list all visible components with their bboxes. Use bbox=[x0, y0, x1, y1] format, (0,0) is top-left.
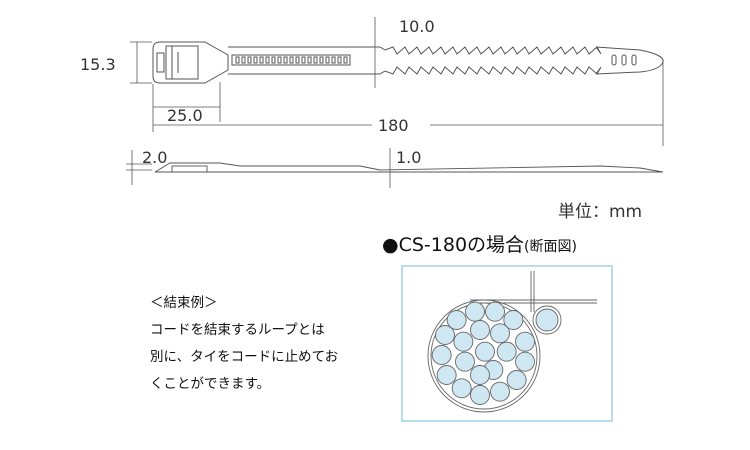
wire bbox=[515, 331, 535, 352]
cross-section-diagram bbox=[401, 265, 613, 422]
wire bbox=[515, 351, 535, 372]
wire bbox=[490, 381, 510, 402]
wire bbox=[490, 323, 510, 344]
wire bbox=[470, 320, 490, 340]
wire bbox=[470, 365, 490, 385]
tie-end bbox=[530, 271, 535, 312]
tie-strap bbox=[228, 46, 380, 75]
section-title: ●CS-180の場合(断面図) bbox=[382, 230, 577, 257]
wire bbox=[475, 341, 495, 362]
head-lock bbox=[165, 45, 199, 80]
wire bbox=[436, 365, 457, 385]
example-heading: ＜結束例＞ bbox=[150, 295, 218, 311]
wire bbox=[446, 310, 467, 330]
dim-strap-width: 10.0 bbox=[399, 17, 435, 36]
serrated-strap bbox=[379, 46, 602, 75]
wire bbox=[431, 345, 452, 365]
top-view bbox=[152, 41, 664, 84]
dim-head-height: 15.3 bbox=[80, 55, 116, 74]
unit-label: 単位：mm bbox=[558, 202, 643, 222]
tie-tip bbox=[595, 46, 664, 75]
dim-head-thickness: 2.0 bbox=[142, 148, 167, 167]
wire bbox=[506, 370, 527, 390]
wire bbox=[451, 378, 472, 399]
dimension-lines bbox=[126, 17, 664, 188]
example-line: くことができます。 bbox=[150, 376, 271, 392]
example-text: ＜結束例＞ コードを結束するループとは 別に、タイをコードに止めてお くことがで… bbox=[150, 290, 338, 398]
wire bbox=[496, 341, 517, 362]
section-title-sub: (断面図) bbox=[524, 239, 577, 255]
wire bbox=[453, 331, 474, 352]
anchor-loop bbox=[532, 305, 562, 335]
dim-head-length: 25.0 bbox=[167, 106, 203, 125]
rib-slot bbox=[231, 54, 351, 66]
example-line: 別に、タイをコードに止めてお bbox=[150, 349, 339, 365]
tie-head bbox=[152, 41, 229, 84]
dim-strap-thickness: 1.0 bbox=[396, 148, 421, 167]
example-line: コードを結束するループとは bbox=[150, 322, 325, 338]
side-view bbox=[154, 162, 664, 173]
section-title-main: ●CS-180の場合 bbox=[382, 234, 525, 256]
anchored-wire bbox=[535, 308, 559, 332]
dim-total-length: 180 bbox=[378, 116, 409, 135]
wire bbox=[485, 301, 505, 322]
wire bbox=[465, 301, 485, 322]
wire bbox=[503, 310, 524, 330]
wire bbox=[435, 325, 455, 345]
wire bbox=[455, 351, 475, 372]
wire bbox=[470, 385, 490, 405]
